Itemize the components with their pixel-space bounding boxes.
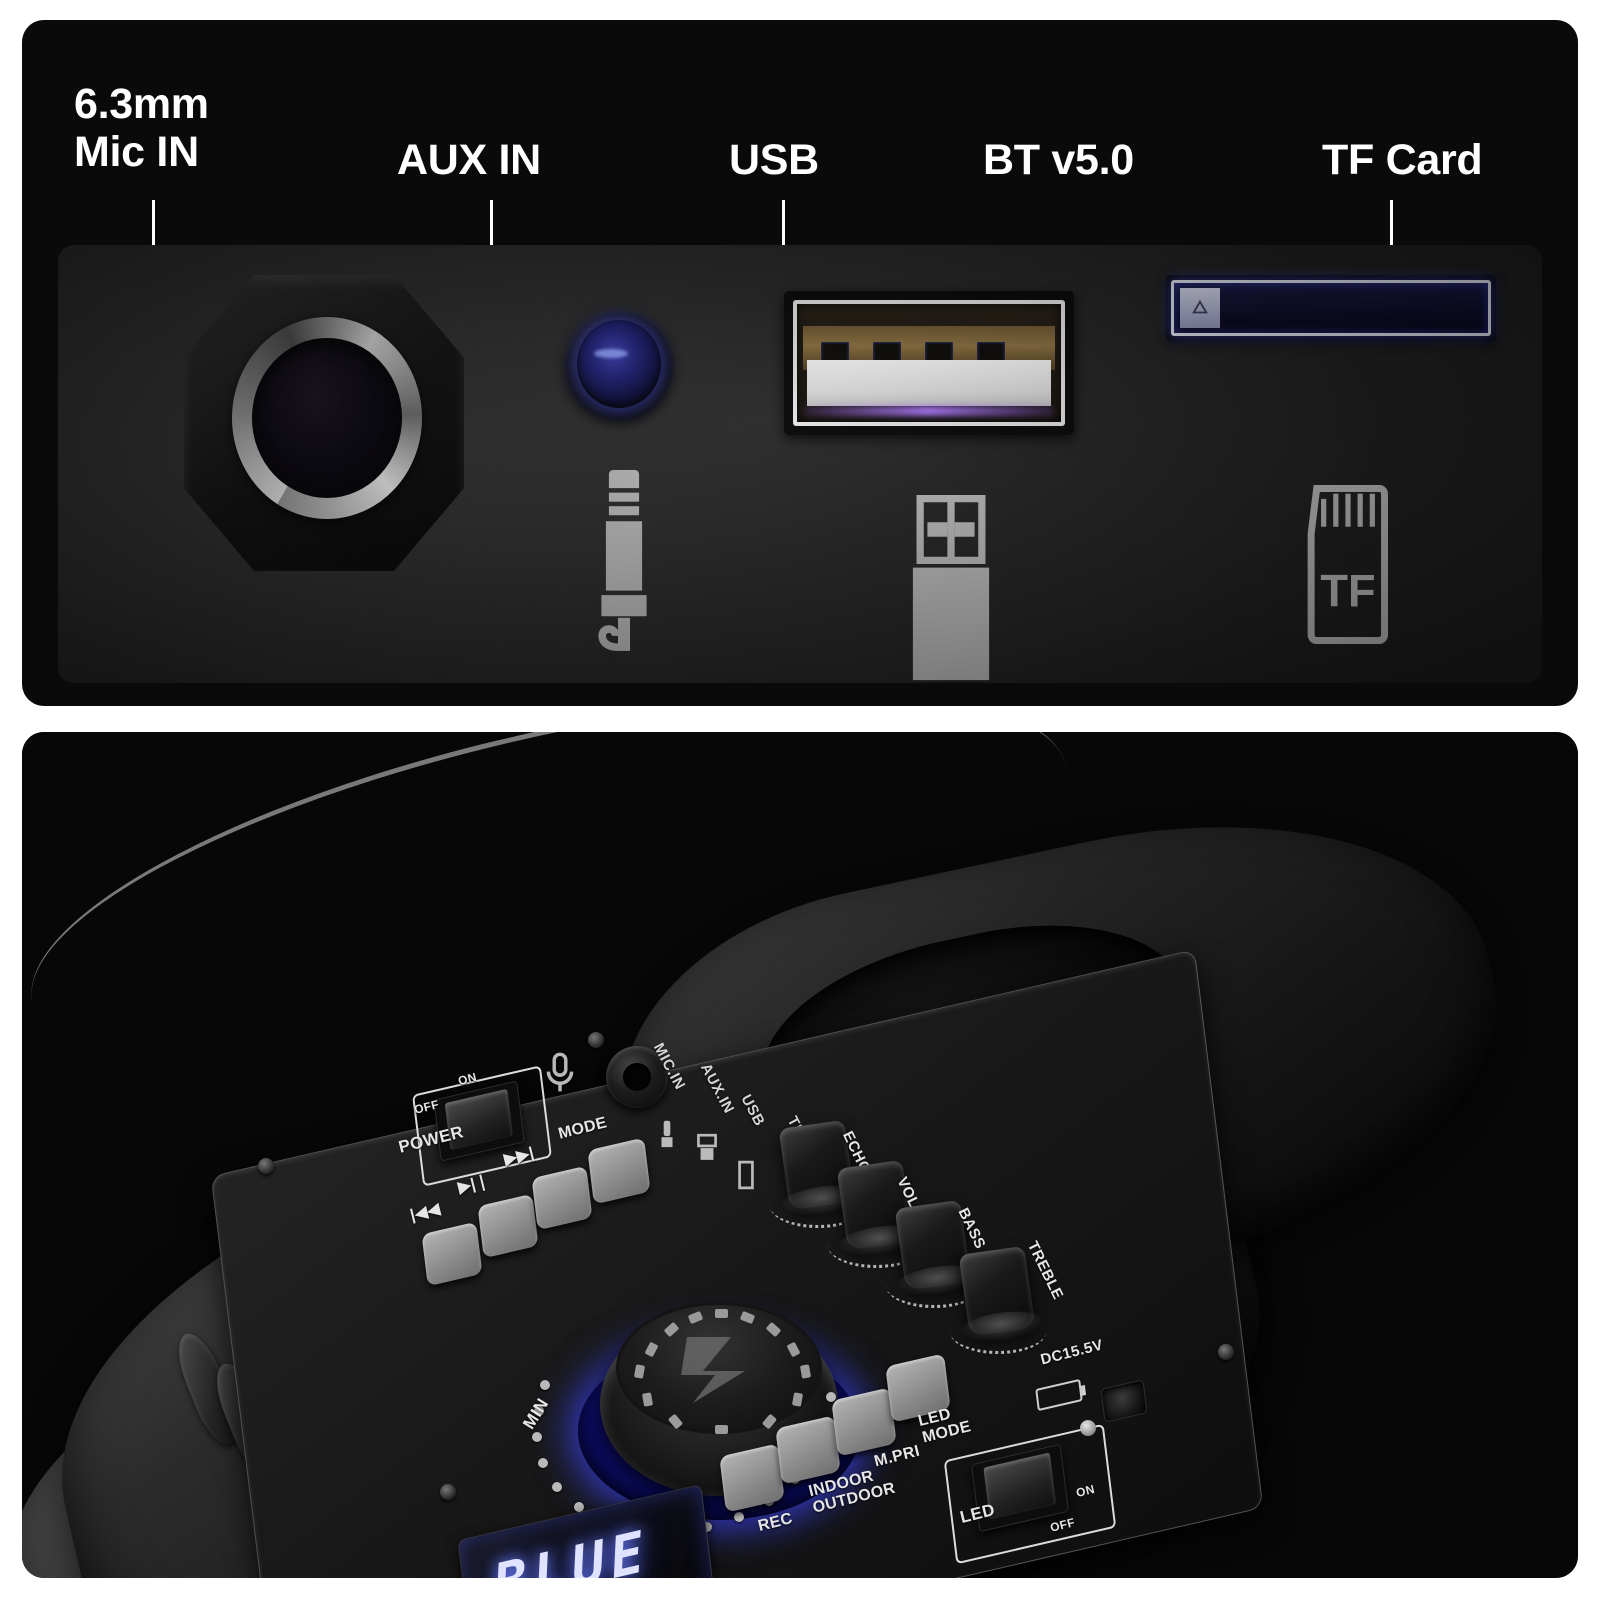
led-display-text: BLUE <box>492 1517 651 1578</box>
media-volume-dial[interactable] <box>532 1298 860 1536</box>
tf-card-icon: TF <box>1307 485 1388 644</box>
faceplate-screw <box>440 1484 456 1500</box>
jack-hex-nut <box>184 275 464 571</box>
faceplate-screw <box>1218 1344 1234 1360</box>
knob-echo-scale <box>770 1184 866 1228</box>
callout-mic-in: 6.3mm Mic IN <box>74 80 209 177</box>
knob-bass-scale <box>886 1264 982 1308</box>
tf-card-slot <box>1166 275 1496 341</box>
faceplate-screw <box>588 1032 604 1048</box>
ports-photo: TF <box>58 245 1542 683</box>
tf-small-icon <box>738 1160 754 1190</box>
mic-icon <box>546 1052 574 1092</box>
jack-63mm <box>176 255 476 585</box>
knob-treble-scale <box>950 1310 1046 1354</box>
jack-chrome-ring <box>232 317 422 519</box>
charge-indicator-led <box>1080 1420 1096 1436</box>
faceplate-screw <box>258 1158 274 1174</box>
knob-mic-vol-scale <box>828 1224 924 1268</box>
jack-bore <box>252 338 402 498</box>
callout-usb: USB <box>729 136 819 184</box>
aux-plug-small-icon <box>661 1120 673 1148</box>
usb-port <box>784 291 1074 435</box>
usb-small-icon <box>697 1133 717 1160</box>
aux-plug-icon <box>598 470 647 651</box>
tf-eject-arrow-icon <box>1180 288 1220 328</box>
control-panel: Media/Volume Control LED Display Echo Mi… <box>22 732 1578 1578</box>
ports-panel: 6.3mm Mic IN AUX IN USB BT v5.0 TF Card <box>22 20 1578 706</box>
usb-led-glow <box>805 406 1053 416</box>
usb-drive-icon <box>912 495 990 681</box>
speaker-photo: POWER ON OFF MIC.IN AUX.IN USB TF.C <box>22 732 1578 1578</box>
dial-face <box>616 1302 822 1434</box>
tf-card-icon-text: TF <box>1320 566 1375 617</box>
usb-contact-strip <box>803 326 1055 370</box>
dial-brand-logo-icon <box>681 1337 745 1403</box>
callout-aux-in: AUX IN <box>397 136 541 184</box>
tf-slot-opening <box>1171 280 1491 336</box>
callout-tf-card: TF Card <box>1322 136 1483 184</box>
usb-shell <box>793 300 1065 426</box>
callout-bt-version: BT v5.0 <box>983 136 1134 184</box>
faceplate-mic-jack <box>606 1046 668 1108</box>
aux-jack <box>564 309 674 421</box>
usb-tongue <box>807 360 1051 406</box>
